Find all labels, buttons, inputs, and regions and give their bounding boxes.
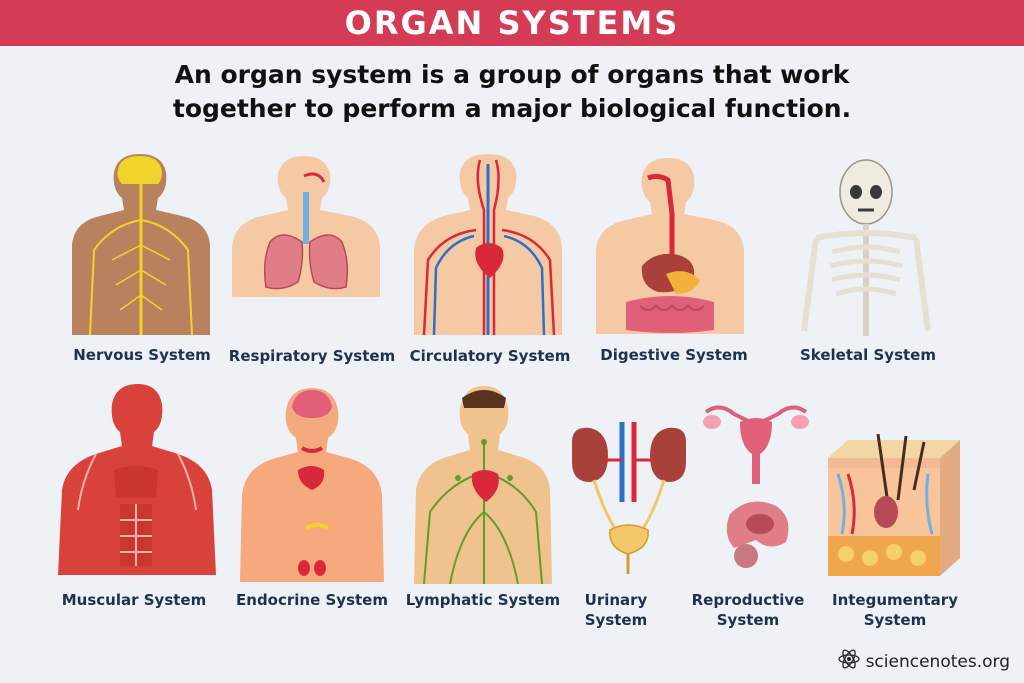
digestive-system-figure <box>596 154 744 334</box>
label-urinary-system: Urinary System <box>584 591 648 629</box>
label-skeletal-system: Skeletal System <box>799 346 936 364</box>
circulatory-system-figure <box>414 150 564 335</box>
integumentary-system-figure <box>828 434 960 576</box>
credit: sciencenotes.org <box>837 648 1010 675</box>
label-circulatory-system: Circulatory System <box>409 347 571 365</box>
lymphatic-system-figure <box>410 382 556 584</box>
label-endocrine-system: Endocrine System <box>236 591 388 609</box>
label-respiratory-system: Respiratory System <box>228 347 396 365</box>
muscular-system-figure <box>52 380 220 575</box>
intro-line-2: together to perform a major biological f… <box>172 94 852 123</box>
intro-line-1: An organ system is a group of organs tha… <box>174 60 850 89</box>
label-nervous-system: Nervous System <box>73 346 211 364</box>
reproductive-system-figure <box>700 402 812 574</box>
label-lymphatic-system: Lymphatic System <box>405 591 561 609</box>
intro-text: An organ system is a group of organs tha… <box>40 58 984 126</box>
title-banner: ORGAN SYSTEMS <box>0 0 1024 46</box>
endocrine-system-figure <box>236 382 386 582</box>
credit-text: sciencenotes.org <box>865 651 1010 672</box>
urinary-system-figure <box>564 422 694 574</box>
label-digestive-system: Digestive System <box>600 346 748 364</box>
label-reproductive-system: Reproductive System <box>691 591 805 629</box>
atom-icon <box>837 648 860 675</box>
label-muscular-system: Muscular System <box>61 591 207 609</box>
skeletal-system-figure <box>796 156 936 336</box>
label-integumentary-system: Integumentary System <box>832 591 958 629</box>
page-title: ORGAN SYSTEMS <box>344 4 680 42</box>
nervous-system-figure <box>72 150 212 335</box>
respiratory-system-figure <box>232 152 382 297</box>
